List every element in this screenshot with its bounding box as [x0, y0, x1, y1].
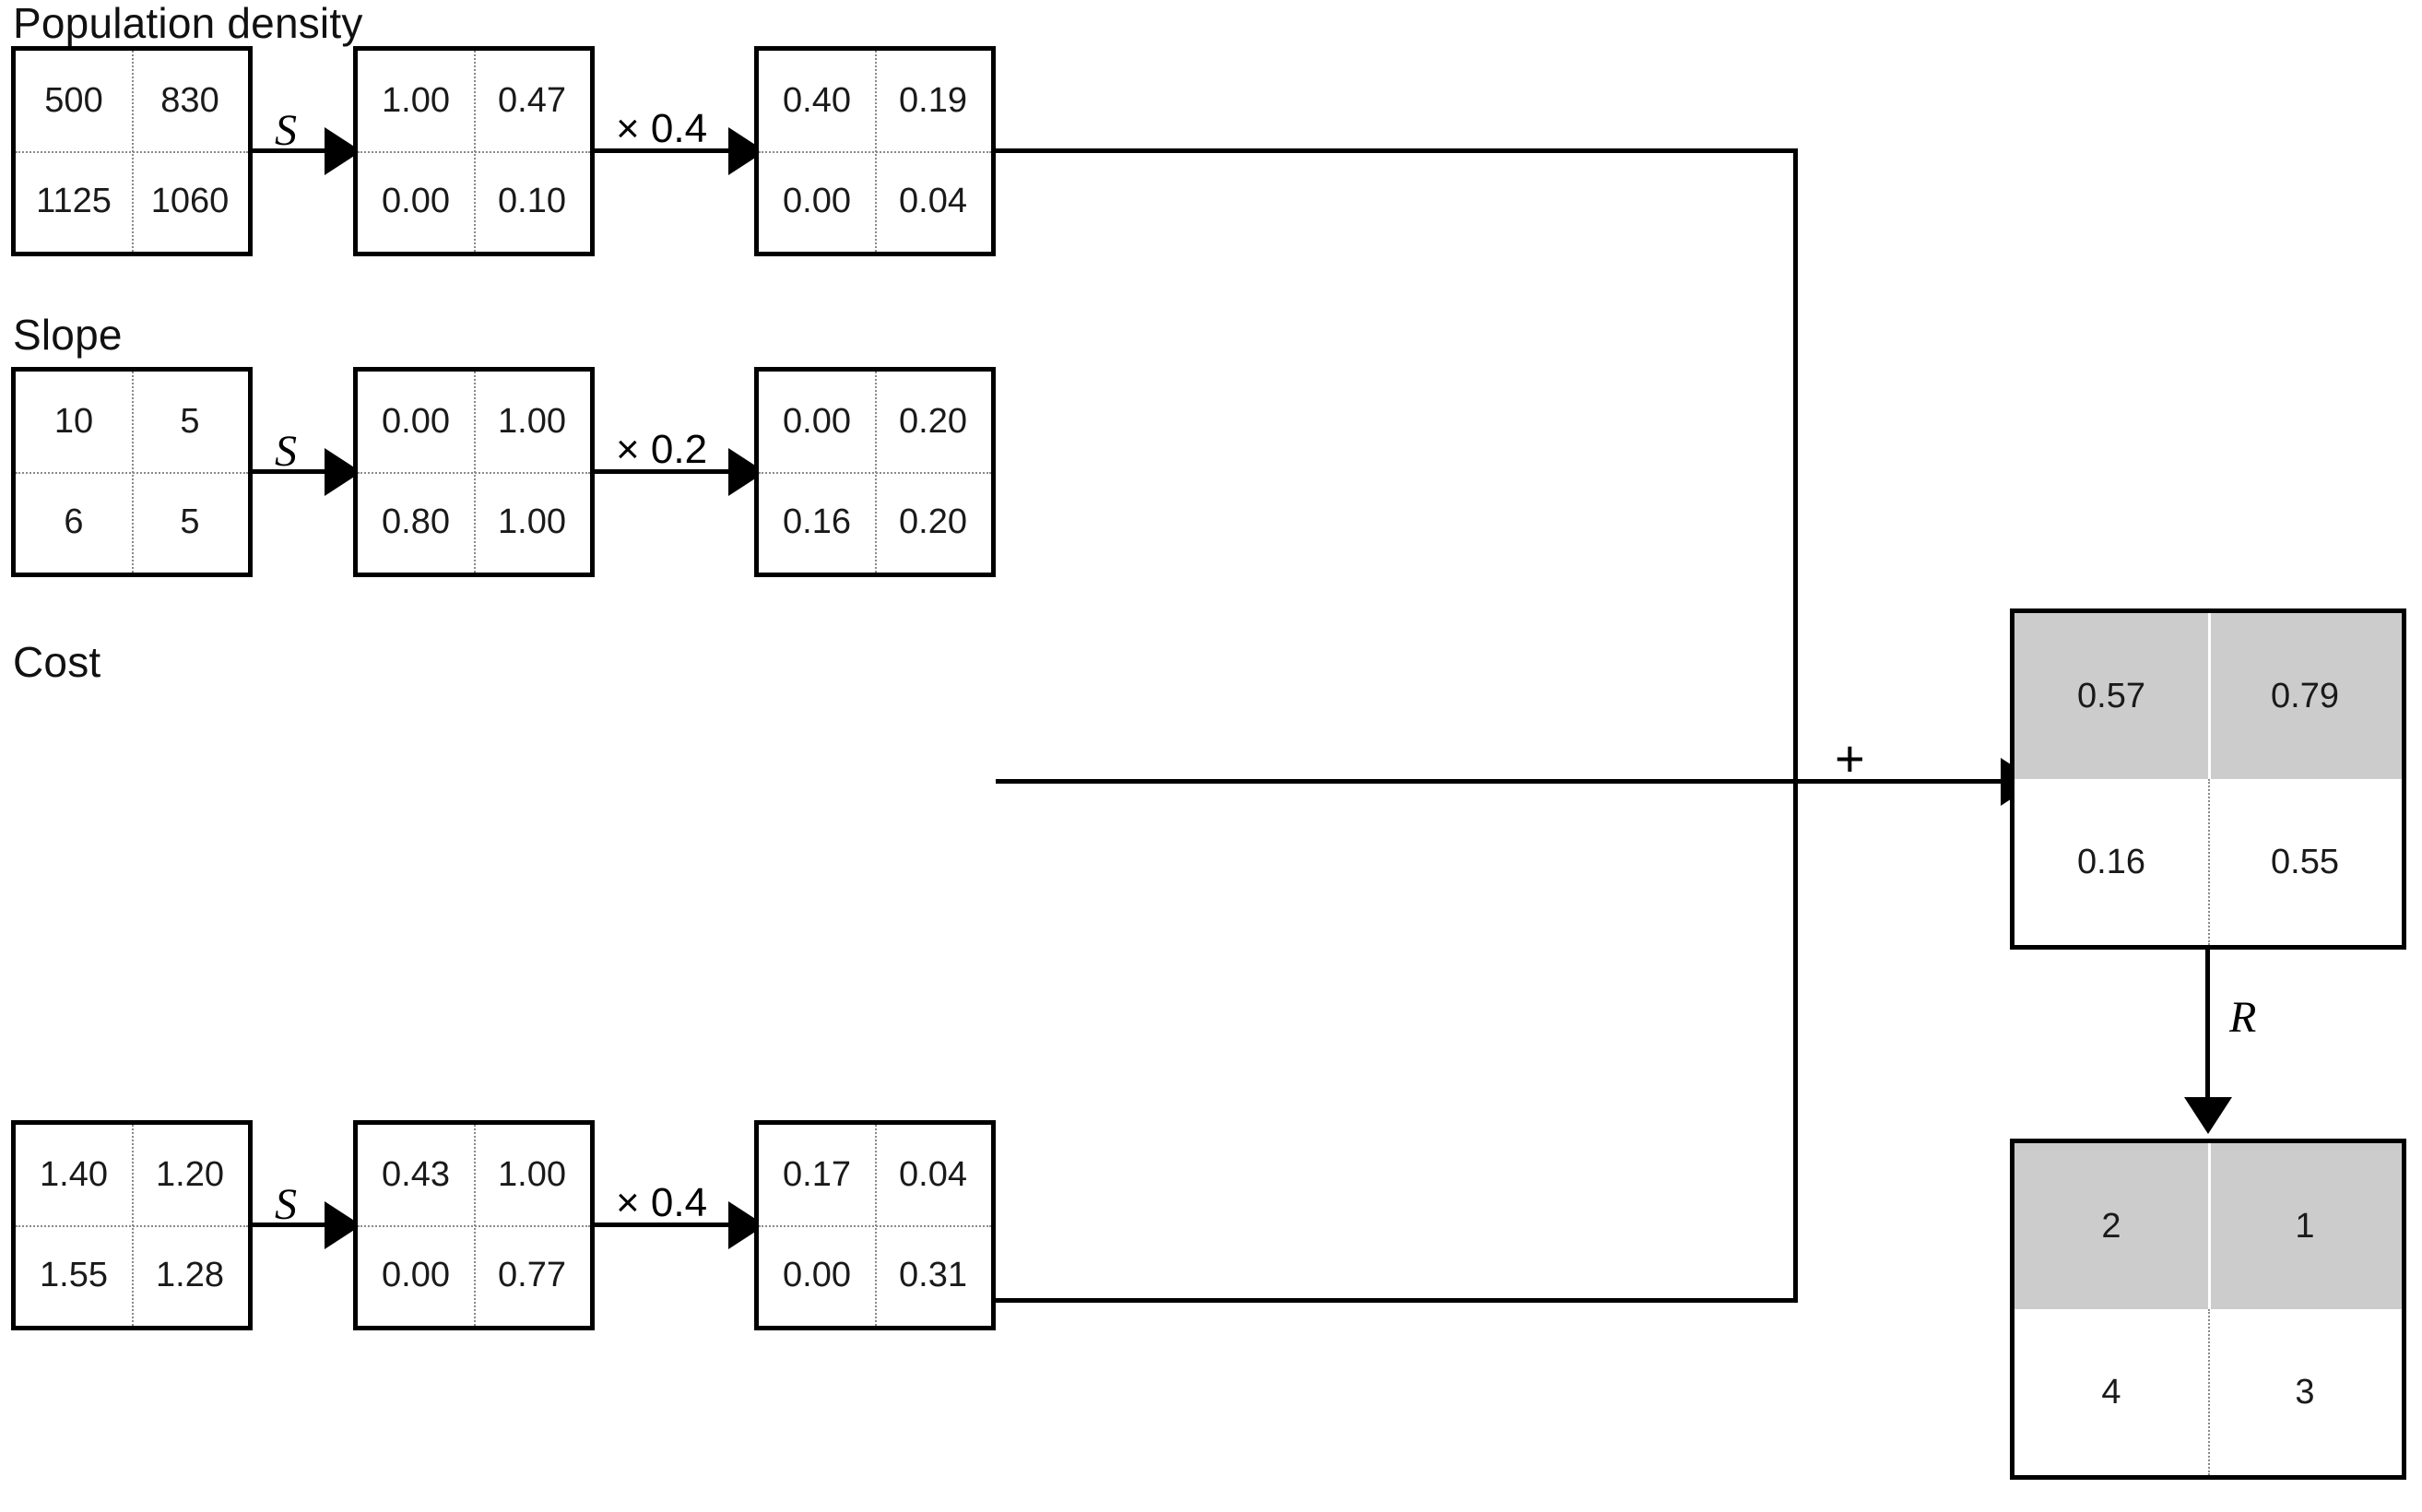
matrix-population-density-raw: 500 830 1125 1060 — [11, 46, 253, 256]
matrix-cell: 0.00 — [382, 402, 450, 441]
matrix-cell: 0.04 — [899, 182, 967, 220]
matrix-cell: 1.55 — [40, 1256, 108, 1294]
matrix-cell: 0.19 — [899, 81, 967, 120]
matrix-cell: 10 — [53, 402, 94, 441]
matrix-cell: 830 — [160, 81, 219, 120]
matrix-population-density-standardized: 1.00 0.47 0.00 0.10 — [353, 46, 595, 256]
matrix-cell: 0.55 — [2271, 842, 2339, 881]
matrix-cell: 0.40 — [783, 81, 851, 120]
operator-rank-label: R — [2229, 993, 2257, 1042]
matrix-cell: 0.04 — [899, 1155, 967, 1194]
matrix-cell: 1060 — [150, 182, 230, 220]
row-label-slope: Slope — [13, 311, 123, 359]
matrix-cell: 0.16 — [2077, 842, 2145, 881]
matrix-cell: 1.00 — [382, 81, 450, 120]
matrix-cell: 0.00 — [783, 1256, 851, 1294]
matrix-cell: 0.16 — [783, 502, 851, 541]
matrix-cell: 4 — [2101, 1372, 2121, 1412]
matrix-cell: 0.20 — [899, 402, 967, 441]
matrix-cell: 0.17 — [783, 1155, 851, 1194]
operator-plus-label: + — [1835, 729, 1865, 787]
row-label-cost: Cost — [13, 638, 101, 686]
connector-line — [253, 1223, 337, 1227]
matrix-cell: 500 — [44, 81, 103, 120]
matrix-cell: 0.10 — [498, 182, 566, 220]
matrix-cell: 0.57 — [2014, 613, 2208, 779]
matrix-cost-weighted: 0.17 0.04 0.00 0.31 — [754, 1120, 996, 1330]
matrix-slope-weighted: 0.00 0.20 0.16 0.20 — [754, 367, 996, 577]
matrix-cell: 6 — [64, 502, 84, 541]
connector-line — [253, 148, 337, 153]
matrix-population-density-weighted: 0.40 0.19 0.00 0.04 — [754, 46, 996, 256]
matrix-slope-raw: 10 5 6 5 — [11, 367, 253, 577]
matrix-cost-standardized: 0.43 1.00 0.00 0.77 — [353, 1120, 595, 1330]
matrix-cell: 0.43 — [382, 1155, 450, 1194]
connector-line — [253, 469, 337, 474]
matrix-cell: 1.00 — [498, 402, 566, 441]
matrix-cell: 0.00 — [382, 182, 450, 220]
connector-line — [595, 1223, 742, 1227]
connector-line-sum — [996, 779, 2010, 784]
matrix-result-suitability: 0.57 0.79 0.16 0.55 — [2010, 608, 2406, 950]
matrix-rank: 2 1 4 3 — [2010, 1139, 2406, 1480]
matrix-cost-raw: 1.40 1.20 1.55 1.28 — [11, 1120, 253, 1330]
matrix-cell: 1.00 — [498, 502, 566, 541]
matrix-cell: 5 — [180, 502, 200, 541]
connector-line-to-junction — [996, 1298, 1798, 1303]
matrix-cell: 1 — [2208, 1143, 2402, 1309]
matrix-cell: 3 — [2295, 1372, 2315, 1412]
connector-line-to-junction — [996, 148, 1798, 153]
arrow-down-icon — [2184, 1097, 2232, 1134]
operator-standardize-label: S — [275, 1180, 297, 1229]
matrix-cell: 0.80 — [382, 502, 450, 541]
matrix-cell: 1.00 — [498, 1155, 566, 1194]
connector-line — [595, 148, 742, 153]
matrix-cell: 0.79 — [2208, 613, 2402, 779]
operator-weight-label: × 0.4 — [616, 106, 708, 151]
matrix-cell: 1.40 — [40, 1155, 108, 1194]
matrix-cell: 1.20 — [156, 1155, 224, 1194]
matrix-cell: 0.00 — [783, 402, 851, 441]
matrix-cell: 5 — [180, 402, 200, 441]
matrix-cell: 1125 — [36, 182, 112, 220]
matrix-cell: 1.28 — [156, 1256, 224, 1294]
connector-line — [595, 469, 742, 474]
operator-weight-label: × 0.4 — [616, 1180, 708, 1225]
matrix-cell: 0.00 — [783, 182, 851, 220]
matrix-cell: 0.77 — [498, 1256, 566, 1294]
matrix-cell: 0.31 — [899, 1256, 967, 1294]
operator-weight-label: × 0.2 — [616, 427, 708, 472]
connector-line-rank — [2205, 950, 2210, 1106]
row-label-population-density: Population density — [13, 0, 363, 47]
operator-standardize-label: S — [275, 427, 297, 476]
matrix-slope-standardized: 0.00 1.00 0.80 1.00 — [353, 367, 595, 577]
operator-standardize-label: S — [275, 106, 297, 155]
matrix-cell: 0.47 — [498, 81, 566, 120]
connector-bus-vertical — [1793, 148, 1798, 1301]
matrix-cell: 0.20 — [899, 502, 967, 541]
matrix-cell: 2 — [2014, 1143, 2208, 1309]
matrix-cell: 0.00 — [382, 1256, 450, 1294]
